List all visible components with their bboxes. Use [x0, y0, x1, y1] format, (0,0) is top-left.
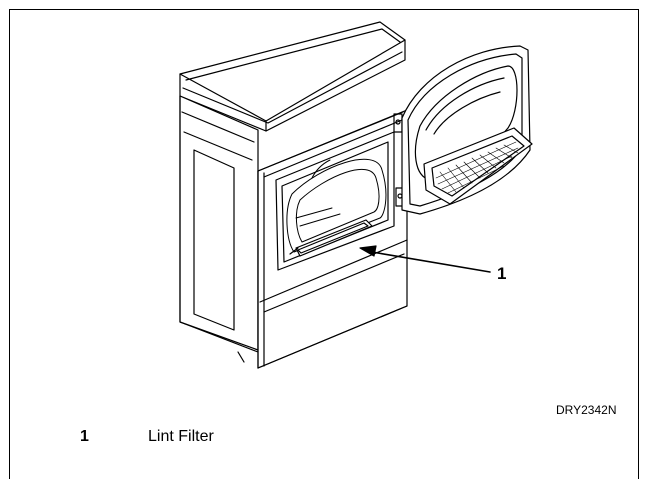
legend-number: 1	[80, 428, 89, 445]
lint-filter	[289, 219, 373, 257]
callout-number: 1	[497, 264, 507, 283]
dryer-door	[401, 45, 533, 215]
door-vent-grille	[435, 141, 519, 194]
legend-label: Lint Filter	[148, 428, 214, 445]
figure-code: DRY2342N	[556, 403, 617, 417]
drum-opening	[286, 158, 387, 253]
legend-item: 1 Lint Filter	[80, 428, 214, 446]
callout-leader	[359, 245, 491, 273]
dryer-top-panel	[179, 21, 406, 132]
dryer-side-panel	[179, 95, 259, 363]
figure-frame	[9, 9, 639, 479]
